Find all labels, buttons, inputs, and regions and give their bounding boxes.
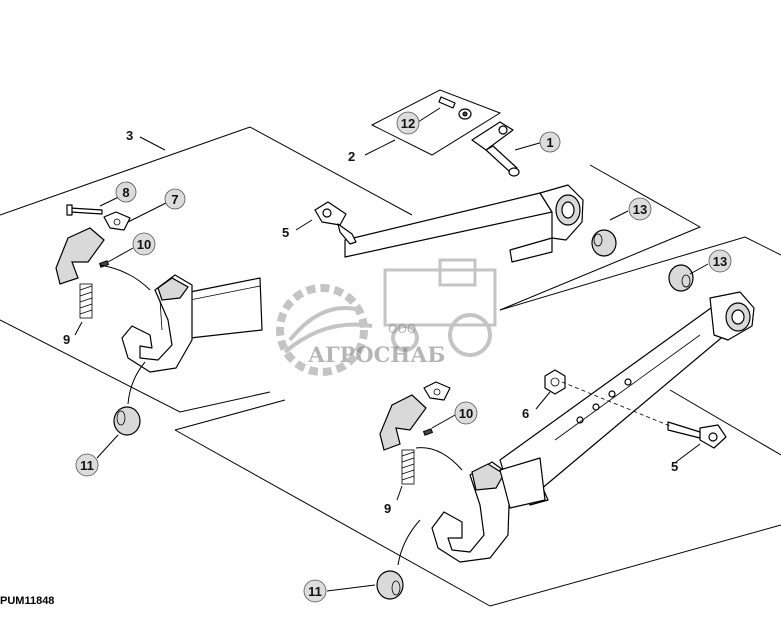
bolt-8	[66, 204, 103, 216]
link-pin-1	[471, 121, 520, 177]
svg-text:13: 13	[713, 254, 727, 269]
spring-9-right	[401, 449, 415, 485]
callout-8: 8	[115, 181, 137, 203]
ball-11-right	[376, 570, 404, 600]
lower-right-panel	[174, 236, 781, 607]
left-hook	[121, 274, 193, 373]
arrow-right-ball	[397, 519, 421, 566]
svg-text:5: 5	[282, 225, 289, 240]
svg-text:3: 3	[126, 128, 133, 143]
wing-nut-right	[423, 381, 451, 401]
svg-text:5: 5	[671, 459, 678, 474]
upper-lift-arm	[344, 184, 584, 263]
callout-13-lower: 13	[708, 249, 732, 273]
arrow-right-latch	[415, 447, 463, 471]
callout-1: 1	[539, 131, 561, 153]
callout-2: 2	[348, 149, 355, 164]
upper-right-panel	[499, 164, 702, 311]
right-hook	[431, 457, 546, 563]
svg-text:9: 9	[384, 501, 391, 516]
hex-nut-6	[544, 369, 566, 395]
svg-text:11: 11	[80, 458, 94, 473]
dowel-10-right	[422, 428, 434, 436]
arrow-left-ball	[127, 361, 146, 405]
left-arm-panel	[0, 126, 413, 413]
svg-text:11: 11	[308, 584, 322, 599]
callout-12: 12	[396, 111, 420, 135]
svg-text:6: 6	[522, 406, 529, 421]
watermark-company: АГРОСНАБ	[308, 342, 445, 367]
callout-10-right: 10	[454, 401, 478, 425]
callout-10-left: 10	[132, 232, 156, 256]
callout-5-lower: 5	[671, 459, 678, 474]
watermark-prefix: ООО	[388, 322, 416, 336]
svg-text:9: 9	[63, 332, 70, 347]
ball-13-lower	[668, 264, 694, 292]
callout-7: 7	[164, 188, 186, 210]
ball-13-upper	[591, 229, 617, 257]
figure-code: PUM11848	[0, 595, 54, 607]
top-hardware-panel	[370, 89, 502, 156]
svg-text:10: 10	[137, 237, 151, 252]
dashed-pin-line	[561, 381, 671, 427]
callout-6: 6	[522, 406, 529, 421]
svg-text:13: 13	[633, 202, 647, 217]
callout-5-upper: 5	[282, 225, 289, 240]
svg-text:8: 8	[122, 185, 129, 200]
ball-11-left	[113, 406, 141, 436]
tab-bolt-5-upper	[314, 201, 357, 245]
wing-nut-7	[103, 211, 131, 231]
latch-plate-right	[379, 394, 427, 451]
callout-leaders	[74, 107, 709, 592]
svg-text:2: 2	[348, 149, 355, 164]
callout-9-left: 9	[63, 332, 70, 347]
callout-3: 3	[126, 128, 133, 143]
svg-text:1: 1	[546, 135, 553, 150]
svg-text:10: 10	[459, 406, 473, 421]
callout-11-right: 11	[303, 579, 327, 603]
watermark-logo	[276, 258, 497, 376]
callout-11-left: 11	[75, 453, 99, 477]
bolt-12	[438, 96, 472, 120]
callout-13-upper: 13	[628, 197, 652, 221]
svg-text:7: 7	[171, 192, 178, 207]
arrow-left-latch	[99, 264, 151, 291]
svg-text:12: 12	[401, 116, 415, 131]
latch-plate-left	[55, 227, 105, 285]
callout-9-right: 9	[384, 501, 391, 516]
left-arm-beam	[189, 277, 263, 339]
spring-9-left	[79, 283, 93, 319]
tab-bolt-5-lower	[667, 421, 727, 449]
